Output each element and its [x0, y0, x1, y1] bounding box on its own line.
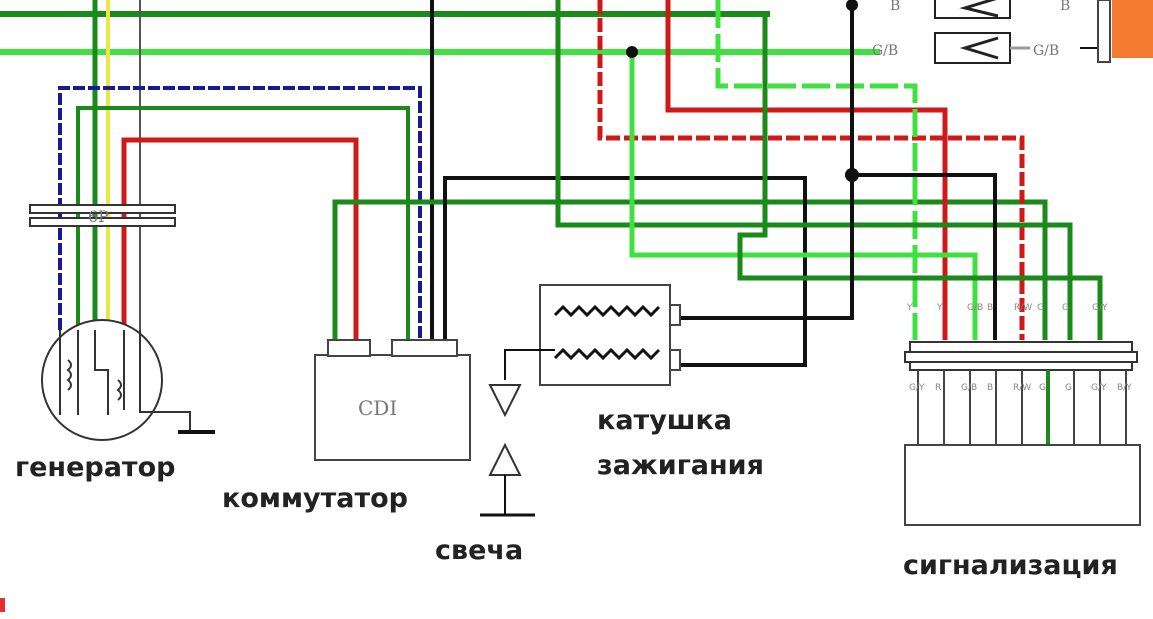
alarm-pin-label-bottom: G/Y [1091, 383, 1107, 393]
alarm-pin-label-bottom: B/Y [1117, 383, 1132, 393]
connector-6p [29, 204, 176, 214]
junction [845, 168, 859, 182]
wire-black-coil [443, 176, 807, 367]
wire-red-alarm [597, 0, 1025, 340]
wire-label: B [890, 0, 900, 14]
spark-plug-icon [488, 384, 522, 418]
alarm-pin-label-bottom: G/B [961, 383, 977, 393]
wire-green-alarm-2 [737, 14, 1103, 340]
alarm-pin-label-top: Y [906, 303, 913, 313]
connector-6p-label: 6P [88, 207, 109, 226]
alarm-pin-label-bottom: B [987, 383, 993, 393]
coil-label-2: зажигания [597, 450, 764, 481]
wire-green-alarm [555, 0, 1073, 340]
cdi-label: CDI [358, 396, 397, 420]
orange-component [1112, 0, 1153, 58]
alarm-pin-label-top: G/B [967, 303, 983, 313]
alarm-pin-label-top: R/W [1014, 303, 1032, 313]
alarm-pins: Y Y G/B B R/W G G G/Y G/Y R G/B B R/W G G G/Y B/Y [906, 303, 1132, 445]
alarm-box [904, 444, 1141, 526]
connector-block [1097, 0, 1111, 63]
wire-red-gen-cdi [121, 137, 359, 340]
generator-label: генератор [15, 452, 176, 483]
alarm-pin-label-top: G/Y [1092, 303, 1108, 313]
alarm-pin-label-bottom: G [1065, 383, 1072, 393]
junction [846, 0, 858, 11]
coil-label-1: катушка [597, 405, 733, 436]
wire-lightgreen-alarm-2 [629, 52, 978, 340]
wire-black-coil-2 [680, 0, 854, 320]
wire-black-alarm [852, 173, 997, 340]
coil-winding-icon [553, 304, 661, 361]
alarm-pin-label-top: B [987, 303, 993, 313]
alarm-connector [909, 341, 1133, 353]
alarm-pin-label-bottom: R/W [1013, 383, 1031, 393]
connector-top-gb [934, 32, 1011, 64]
wire-label: B [1060, 0, 1070, 14]
alarm-pin-label-bottom: G/Y [909, 383, 925, 393]
commutator-label: коммутатор [222, 483, 409, 514]
ignition-coil [539, 284, 671, 386]
wire-label: G/B [1033, 43, 1059, 59]
coil-icon [66, 359, 122, 401]
alarm-pin-label-top: G [1037, 303, 1044, 313]
alarm-label: сигнализация [903, 550, 1118, 581]
alarm-pin-label-top: G [1062, 303, 1069, 313]
wire-label: G/B [872, 43, 898, 59]
wire-lightgreen-alarm [715, 0, 918, 340]
alarm-pin-label-top: Y [936, 303, 943, 313]
alarm-pin-label-bottom: R [935, 383, 941, 393]
spark-plug-label: свеча [435, 535, 524, 566]
cdi-box [314, 354, 471, 461]
junction [626, 46, 638, 58]
wire-green-cdi-alarm [332, 199, 1048, 340]
alarm-pin-label-bottom: G [1039, 383, 1046, 393]
generator-symbol [41, 319, 163, 441]
